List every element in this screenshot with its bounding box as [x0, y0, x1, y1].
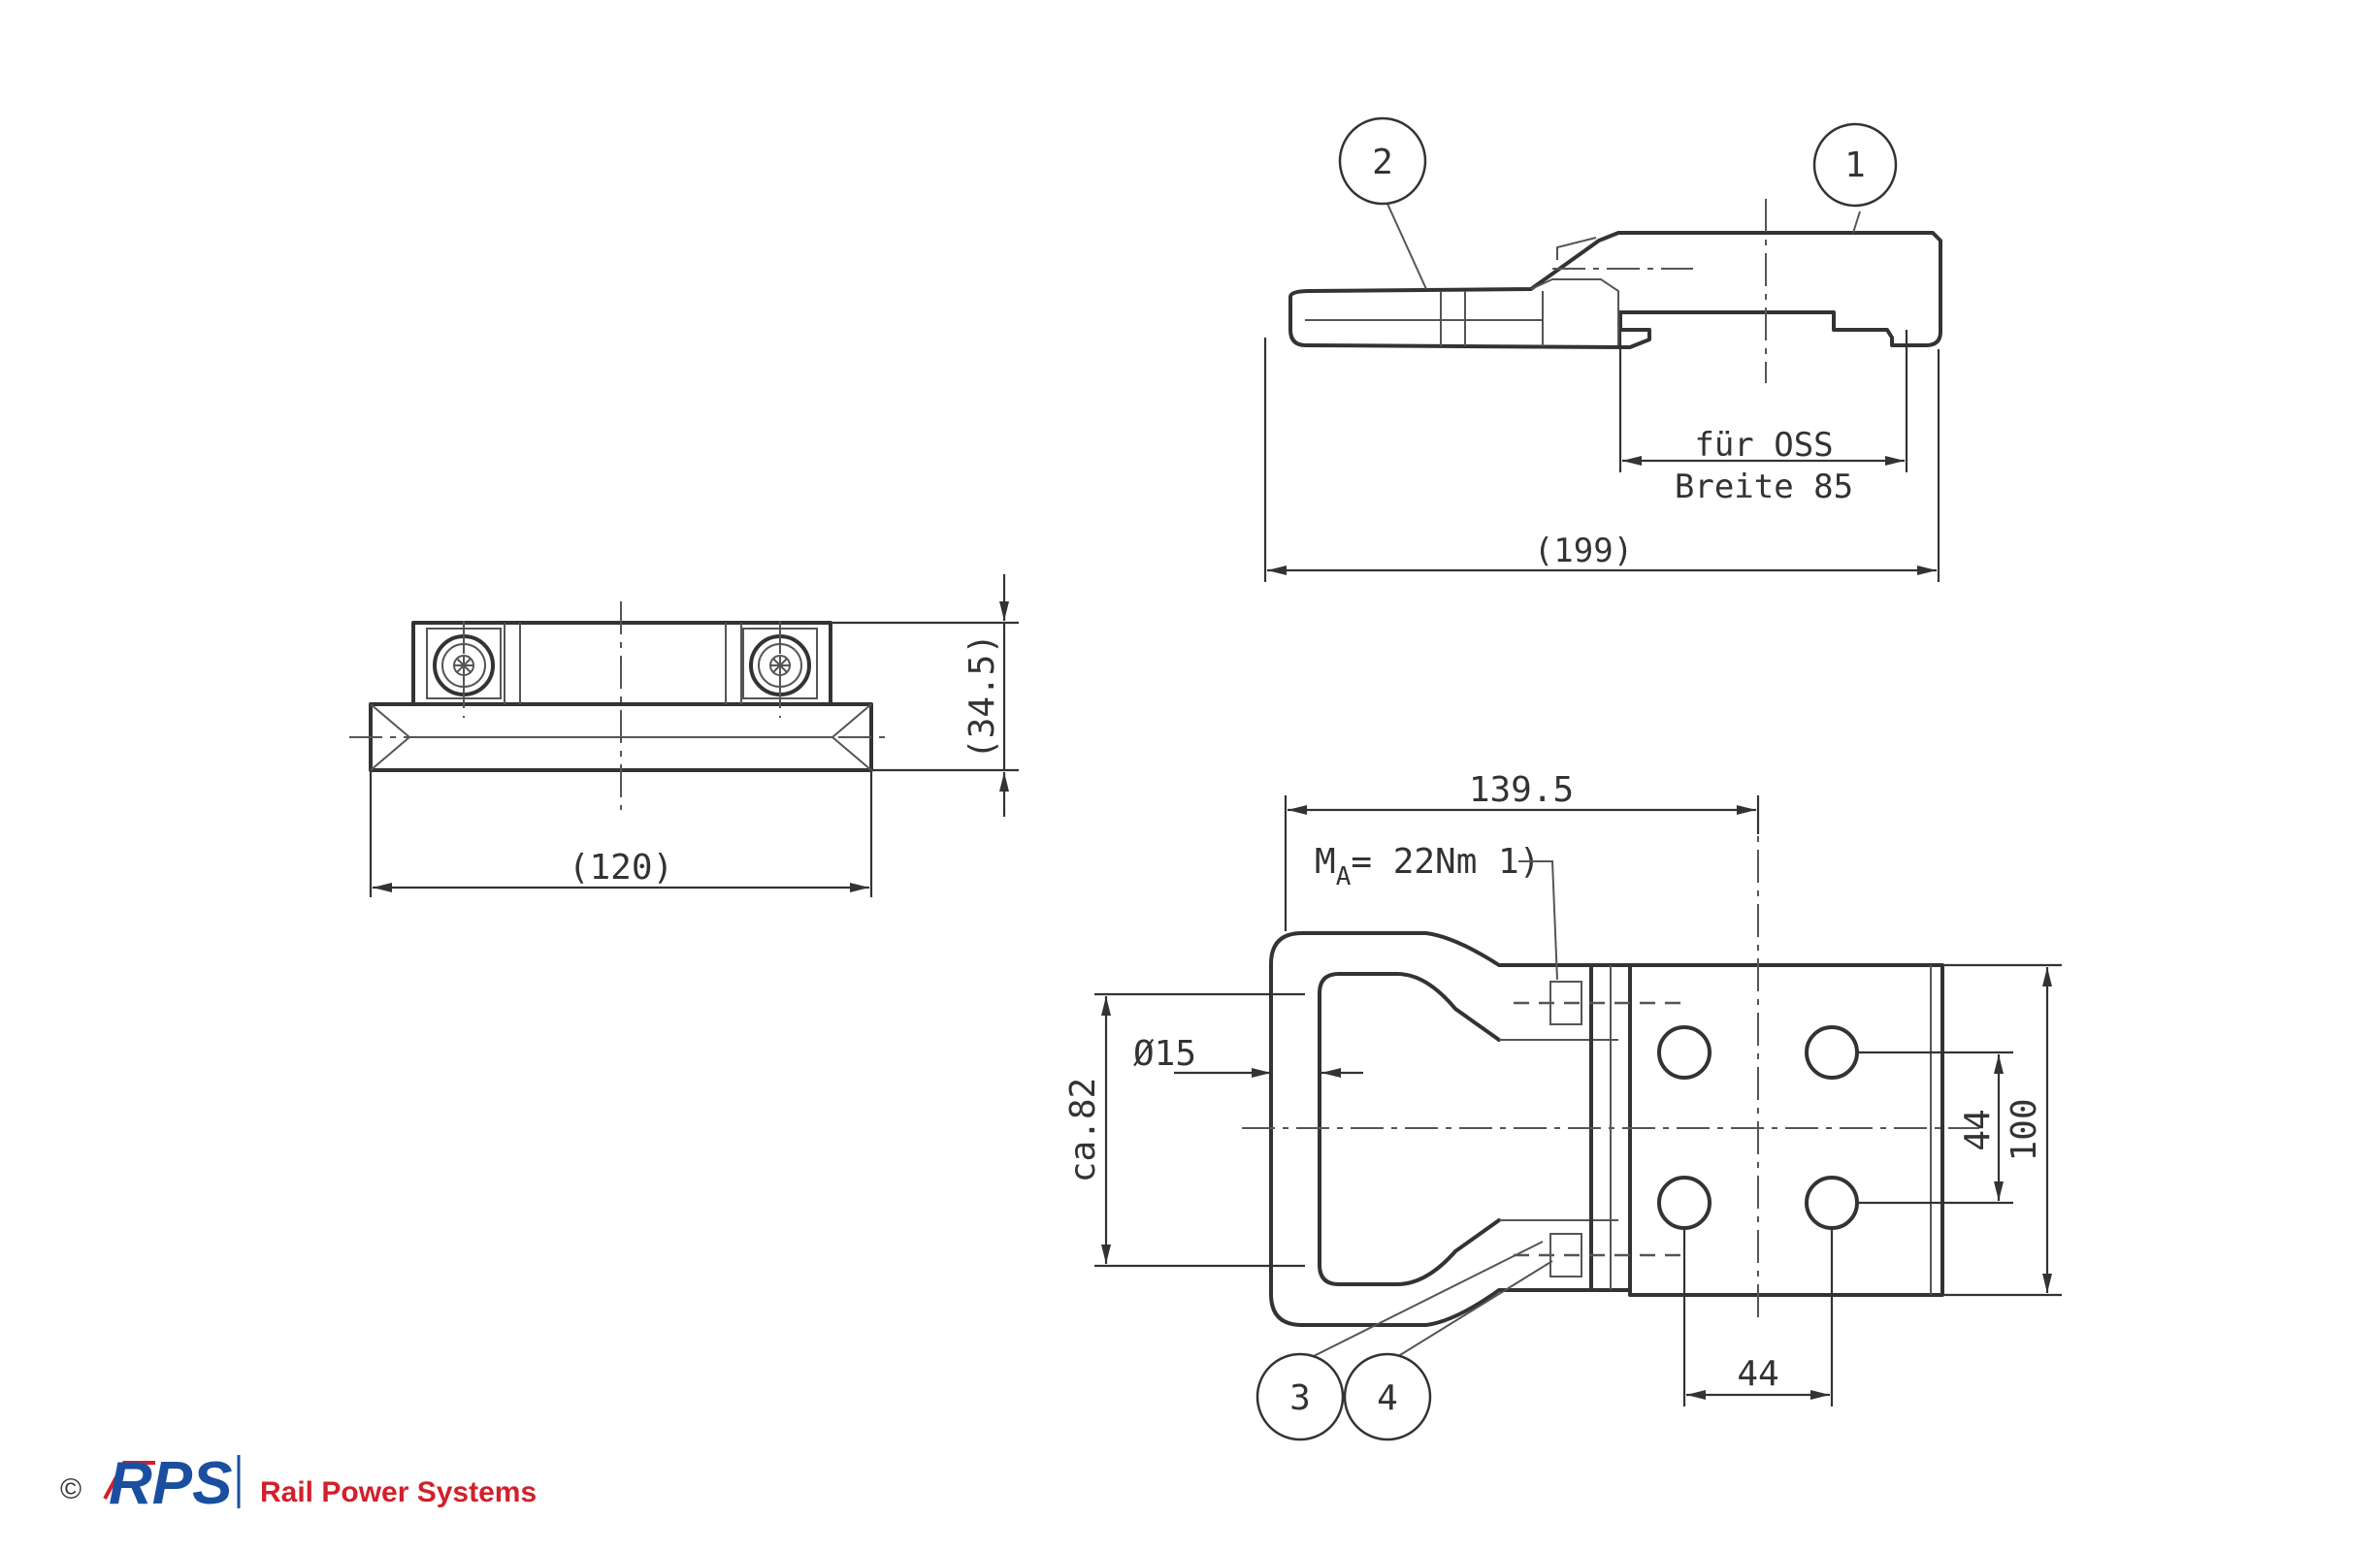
dim-label-34-5: (34.5) [962, 633, 1002, 760]
torque-subscript: A [1336, 862, 1352, 891]
hole-bottom-right [1805, 1176, 1859, 1230]
oss-label-line2: Breite 85 [1675, 468, 1853, 506]
company-logo: © RPS Rail Power Systems [60, 1450, 537, 1517]
top-view: 139.5 MA= 22Nm 1) Ø15 ca.82 44 100 44 3 [1063, 770, 2062, 1441]
dim-label-199: (199) [1534, 532, 1633, 570]
dim-label-100: 100 [2005, 1098, 2044, 1161]
leader-3 [1299, 1241, 1544, 1364]
callout-2-label: 2 [1372, 143, 1393, 182]
dim-label-44-vertical: 44 [1958, 1109, 1998, 1150]
callout-4-label: 4 [1377, 1378, 1398, 1418]
side-view: für OSS Breite 85 (199) 2 1 [1263, 116, 1942, 582]
callout-3-circle [1255, 1352, 1345, 1441]
logo-letters: RPS [109, 1450, 232, 1517]
callout-2-circle [1338, 116, 1427, 206]
company-name: Rail Power Systems [260, 1476, 537, 1508]
torque-leader [1518, 860, 1558, 981]
dim-label-82: ca.82 [1063, 1078, 1103, 1182]
side-view-step-detail [1556, 237, 1597, 260]
callout-3-label: 3 [1289, 1378, 1311, 1418]
hole-top-left [1657, 1025, 1712, 1080]
torque-value: = 22Nm 1) [1351, 842, 1540, 882]
callout-1-label: 1 [1844, 146, 1866, 185]
logo-swoosh-icon [103, 1461, 155, 1500]
dim-label-44-horizontal: 44 [1737, 1354, 1778, 1394]
dim-label-diameter: Ø15 [1133, 1034, 1196, 1074]
dim-label-139-5: 139.5 [1469, 770, 1574, 810]
torque-prefix: M [1315, 842, 1336, 882]
leader-1 [1852, 210, 1861, 234]
leader-4 [1386, 1260, 1553, 1364]
oss-label-line1: für OSS [1694, 426, 1833, 465]
front-view: (120) (34.5) [349, 574, 1019, 897]
hole-top-right [1805, 1025, 1859, 1080]
copyright-symbol: © [60, 1473, 82, 1505]
hole-bottom-left [1657, 1176, 1712, 1230]
callout-4-circle [1343, 1352, 1432, 1441]
top-view-clamp-plate [1628, 963, 1944, 1297]
leader-2 [1386, 203, 1427, 290]
callout-1-circle [1812, 122, 1898, 208]
torque-label: MA= 22Nm 1) [1315, 842, 1540, 891]
side-view-inner-line [1530, 278, 1619, 345]
dim-label-120: (120) [569, 848, 673, 888]
side-view-outline [1288, 231, 1942, 349]
